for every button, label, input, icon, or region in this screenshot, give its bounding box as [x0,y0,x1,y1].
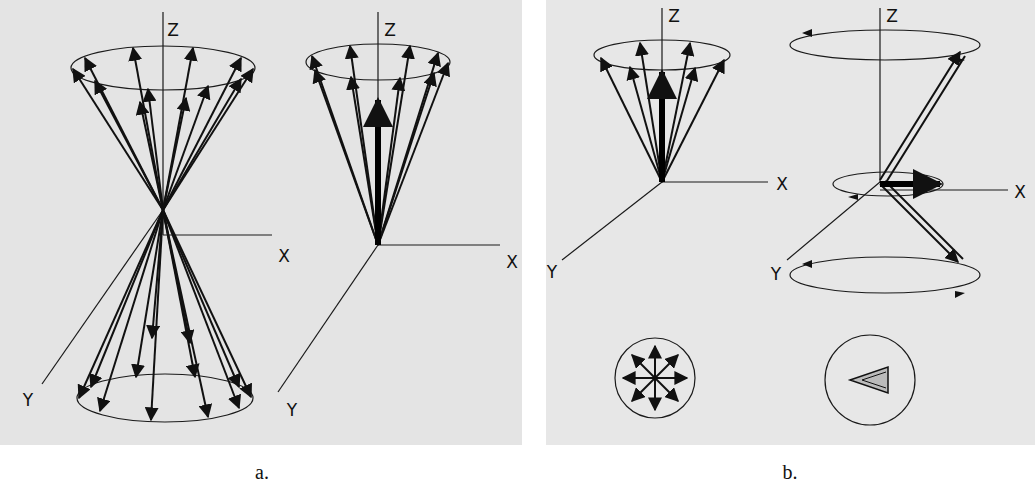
net-magnetization [880,181,940,187]
net-magnetization [659,72,665,182]
double-cone [42,12,272,422]
spin-vectors [601,43,724,410]
spin-vectors [880,52,965,262]
net-magnetization [375,100,381,245]
panel-caption: a. [255,462,269,482]
panel-caption: b. [783,462,798,482]
axis-label: Y [771,266,781,283]
axis-label: Y [23,392,33,409]
single-cone [278,12,500,392]
rotation-arrowhead [802,29,965,298]
axis-label: X [1014,184,1026,201]
spin-vectors [73,48,253,420]
single-cone [562,8,768,418]
axis-label: X [506,254,518,271]
axis-label: Z [886,8,898,25]
spin-vectors [312,46,448,245]
axis-label: Z [668,8,680,25]
axis-label: Z [167,22,179,39]
axis-label: Z [384,22,396,39]
axis-label: Y [287,402,297,419]
precession-orbits [787,8,1008,425]
axis-label: Y [547,264,557,281]
axis-label: X [278,248,290,265]
axis-label: X [776,176,788,193]
panel-ground [0,0,522,445]
panel-ground [546,0,1035,445]
phase-wedge [850,367,888,393]
